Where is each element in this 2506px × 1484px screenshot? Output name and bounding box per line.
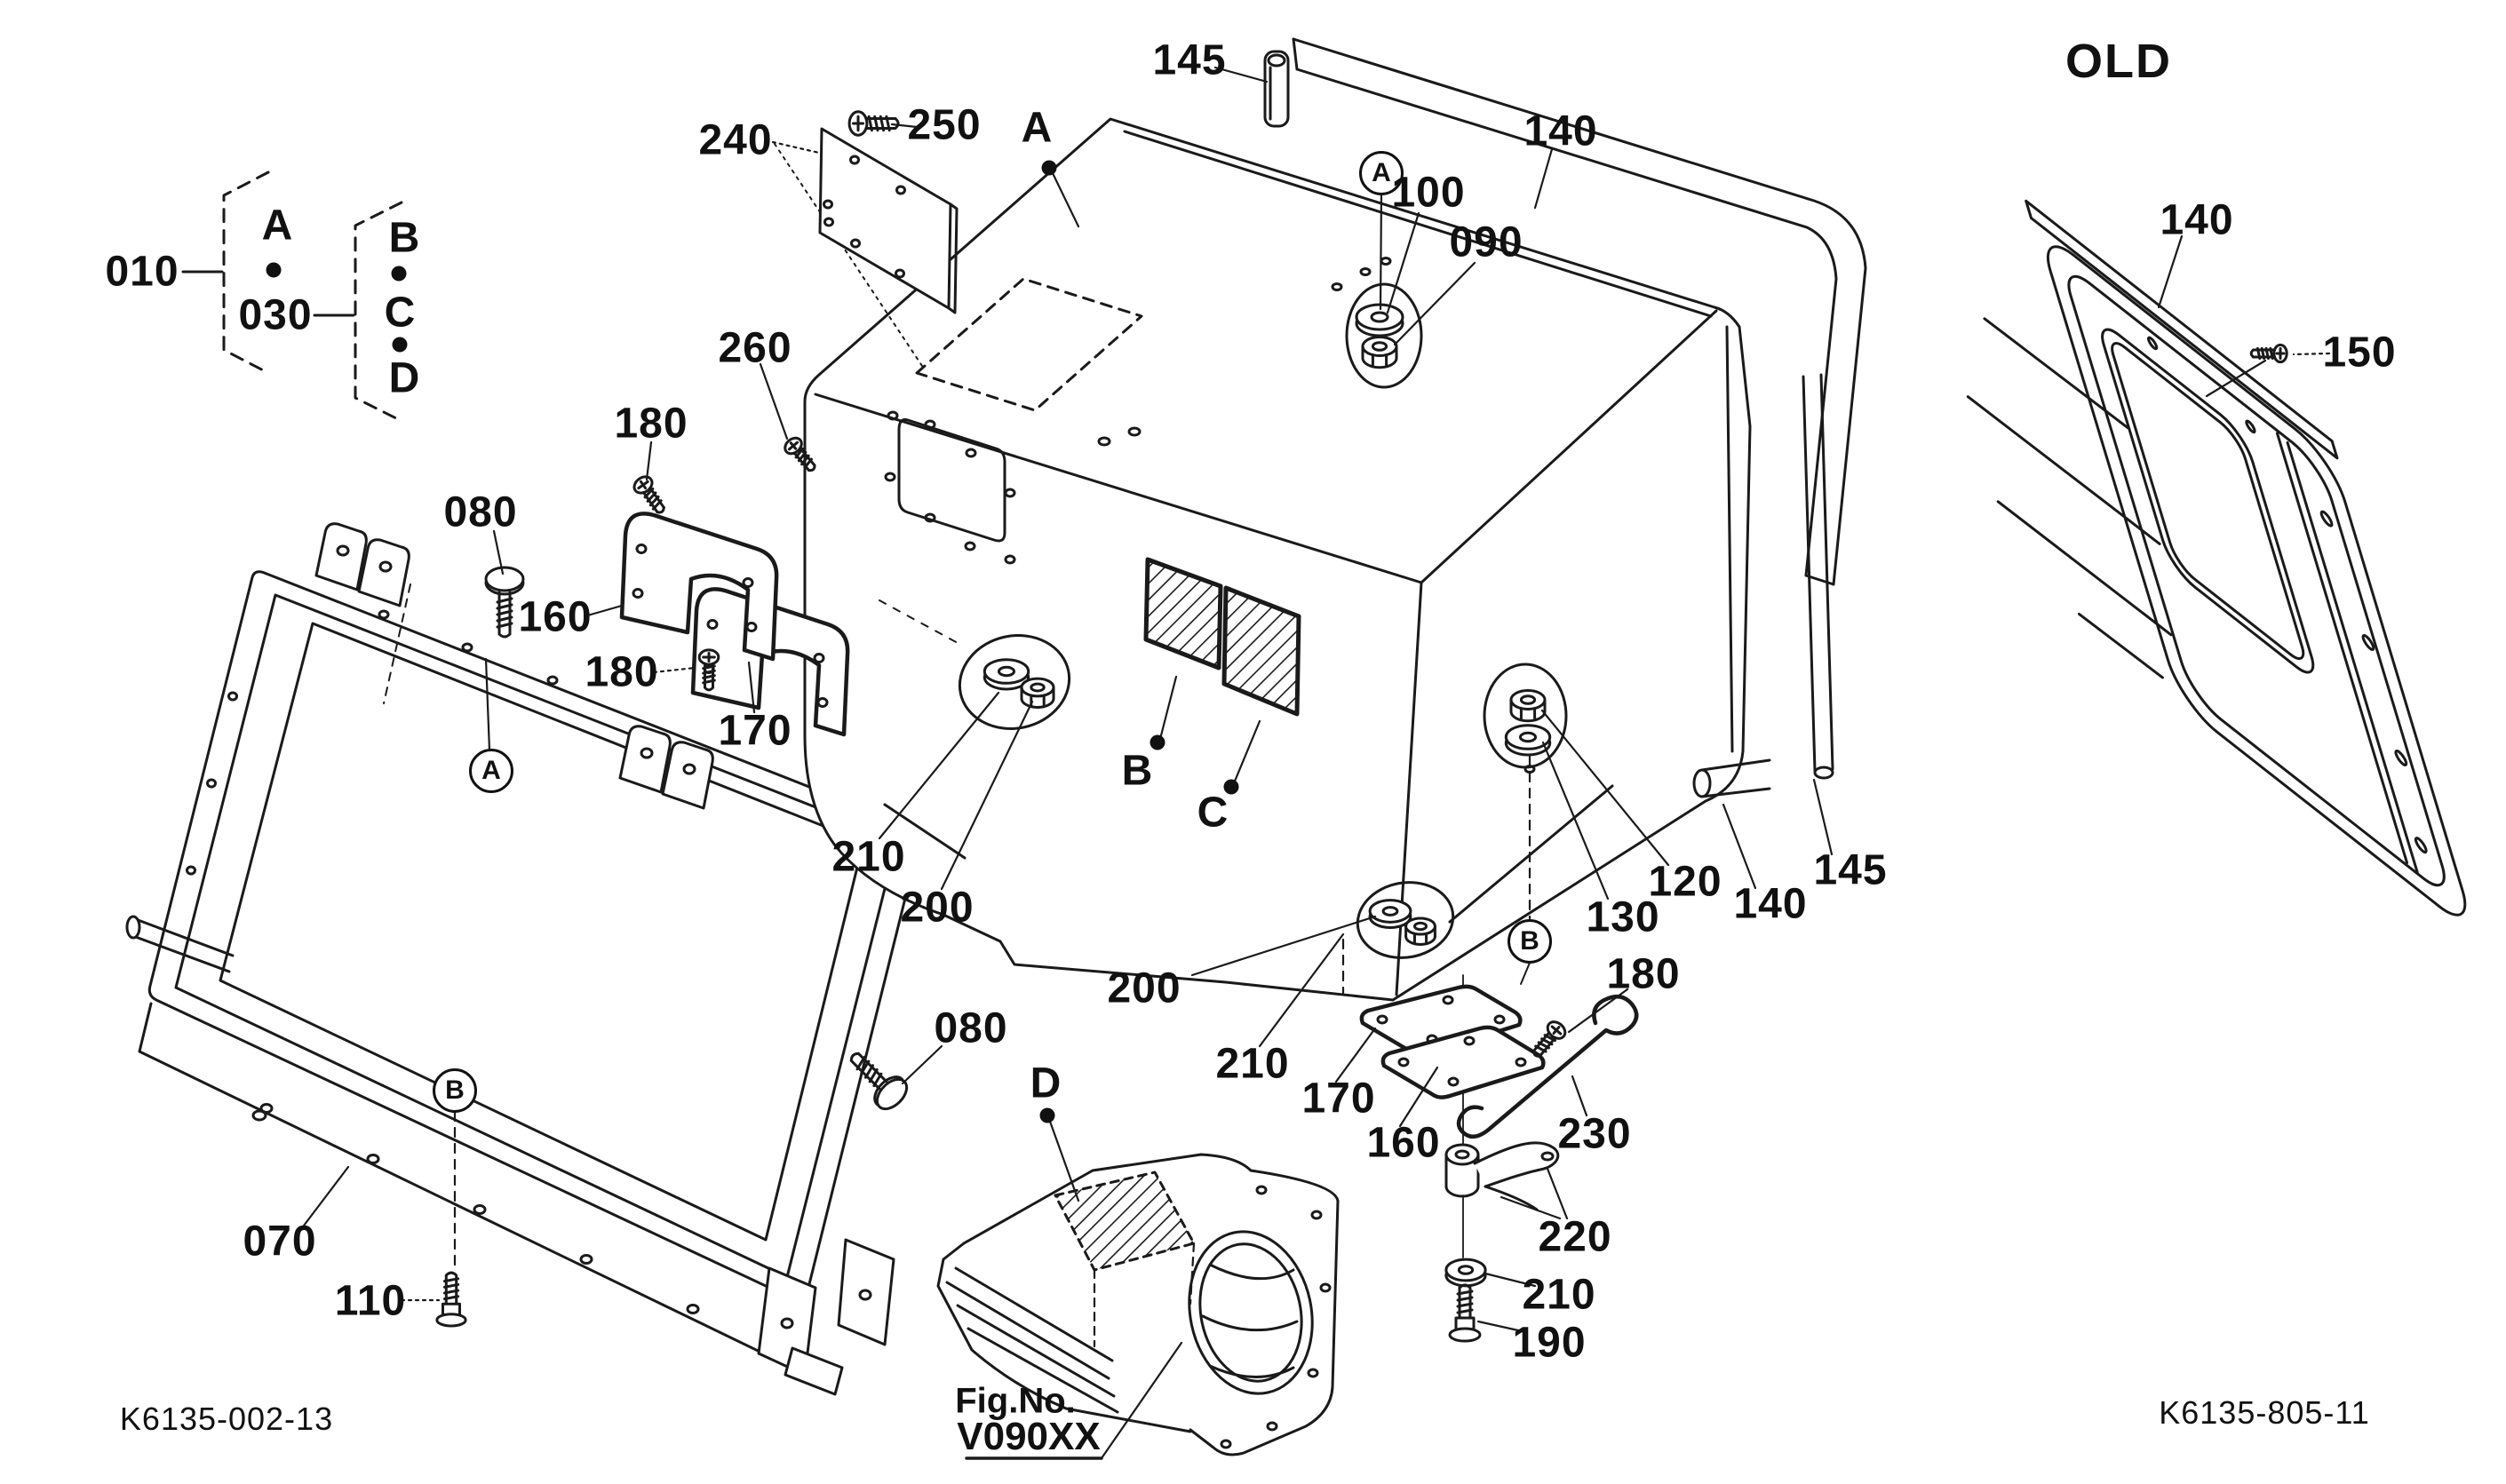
callout-210-c: 210 xyxy=(1522,1271,1596,1319)
callout-130: 130 xyxy=(1586,893,1660,941)
old-view-title: OLD xyxy=(2065,35,2172,88)
callout-170-b: 170 xyxy=(1301,1075,1376,1123)
legend-dot-1 xyxy=(266,262,282,278)
hook-rod-230 xyxy=(1459,996,1636,1137)
callout-145-top: 145 xyxy=(1152,36,1227,84)
fastener-blob-left xyxy=(951,625,1078,739)
sheet-code-left: K6135-002-13 xyxy=(119,1401,334,1437)
plate-240 xyxy=(775,110,957,477)
callout-260: 260 xyxy=(718,324,792,372)
callout-090: 090 xyxy=(1449,218,1523,266)
legend-letter-d: D xyxy=(388,354,420,402)
callout-160-a: 160 xyxy=(518,593,593,641)
callout-180-a: 180 xyxy=(614,400,688,448)
callout-200-a: 200 xyxy=(900,884,975,932)
callout-230: 230 xyxy=(1557,1110,1632,1158)
callout-030: 030 xyxy=(238,291,313,339)
latch-lever-220 xyxy=(1446,1143,1558,1210)
callout-140-side: 140 xyxy=(1733,880,1808,928)
callout-080-a: 080 xyxy=(443,488,518,536)
ref-letter-b-vent: B xyxy=(1121,747,1153,795)
ref-letter-c-vent: C xyxy=(1197,789,1229,837)
legend-letter-b: B xyxy=(388,214,420,262)
circled-a-panel: A xyxy=(469,749,513,793)
hood-body xyxy=(805,119,1750,1000)
circled-b-hood: B xyxy=(1508,919,1552,964)
fastener-blob-top xyxy=(1347,284,1421,387)
sheet-code-right: K6135-805-11 xyxy=(2159,1394,2370,1431)
legend-letter-a: A xyxy=(261,202,293,250)
legend-dot-3 xyxy=(392,337,408,353)
legend-dot-2 xyxy=(391,266,407,282)
screen-panel-070 xyxy=(127,524,920,1394)
duct-v090xx xyxy=(938,1155,1338,1458)
callout-250: 250 xyxy=(907,101,982,149)
callout-240: 240 xyxy=(698,116,773,164)
fig-ref-line2: V090XX xyxy=(957,1415,1101,1458)
callout-190: 190 xyxy=(1512,1319,1587,1367)
callout-150: 150 xyxy=(2322,329,2397,377)
fastener-blob-right xyxy=(1484,664,1566,767)
callout-140-old: 140 xyxy=(2160,196,2234,244)
old-window-frame xyxy=(1870,79,2483,941)
legend-letter-c: C xyxy=(384,289,416,337)
callout-210-b: 210 xyxy=(1215,1040,1290,1088)
ref-dot-b-vent xyxy=(1150,734,1165,750)
ref-dot-c-vent xyxy=(1223,779,1239,795)
callout-220: 220 xyxy=(1538,1213,1612,1261)
callout-100: 100 xyxy=(1391,169,1466,217)
callout-120: 120 xyxy=(1648,858,1722,906)
vent-c xyxy=(1224,588,1299,714)
bracket-170-left xyxy=(693,589,847,734)
hinge-bracket-2 xyxy=(620,726,712,808)
hinge-bracket-1 xyxy=(316,524,409,606)
callout-200-b: 200 xyxy=(1107,964,1181,1012)
callout-140-top: 140 xyxy=(1523,107,1598,155)
callout-210-a: 210 xyxy=(831,833,906,881)
callout-180-c: 180 xyxy=(1606,950,1681,998)
left-brackets xyxy=(622,472,847,734)
trim-strips xyxy=(1265,39,1866,797)
callout-010: 010 xyxy=(105,248,179,296)
fig-ref-line1: Fig.No. xyxy=(955,1381,1076,1421)
ref-dot-d xyxy=(1039,1107,1055,1123)
fastener-blob-bottom xyxy=(1352,875,1460,964)
callout-070: 070 xyxy=(243,1218,317,1266)
callout-170-a: 170 xyxy=(718,707,792,755)
latch-assembly xyxy=(1362,975,1636,1343)
callout-080-b: 080 xyxy=(934,1004,1008,1052)
bracket-160-left xyxy=(622,513,776,659)
legend-brackets xyxy=(183,172,402,421)
leader-lines xyxy=(304,67,2329,1458)
callout-110: 110 xyxy=(334,1277,407,1325)
circled-b-panel: B xyxy=(433,1068,477,1113)
ref-dot-a-top xyxy=(1041,160,1057,176)
callout-160-b: 160 xyxy=(1366,1119,1441,1167)
ref-letter-a-top: A xyxy=(1021,104,1053,152)
vent-b xyxy=(1146,559,1221,668)
circled-a-hood: A xyxy=(1359,151,1404,195)
callout-145-side: 145 xyxy=(1813,846,1888,894)
callout-180-b: 180 xyxy=(585,648,659,696)
ref-letter-d: D xyxy=(1030,1059,1062,1107)
